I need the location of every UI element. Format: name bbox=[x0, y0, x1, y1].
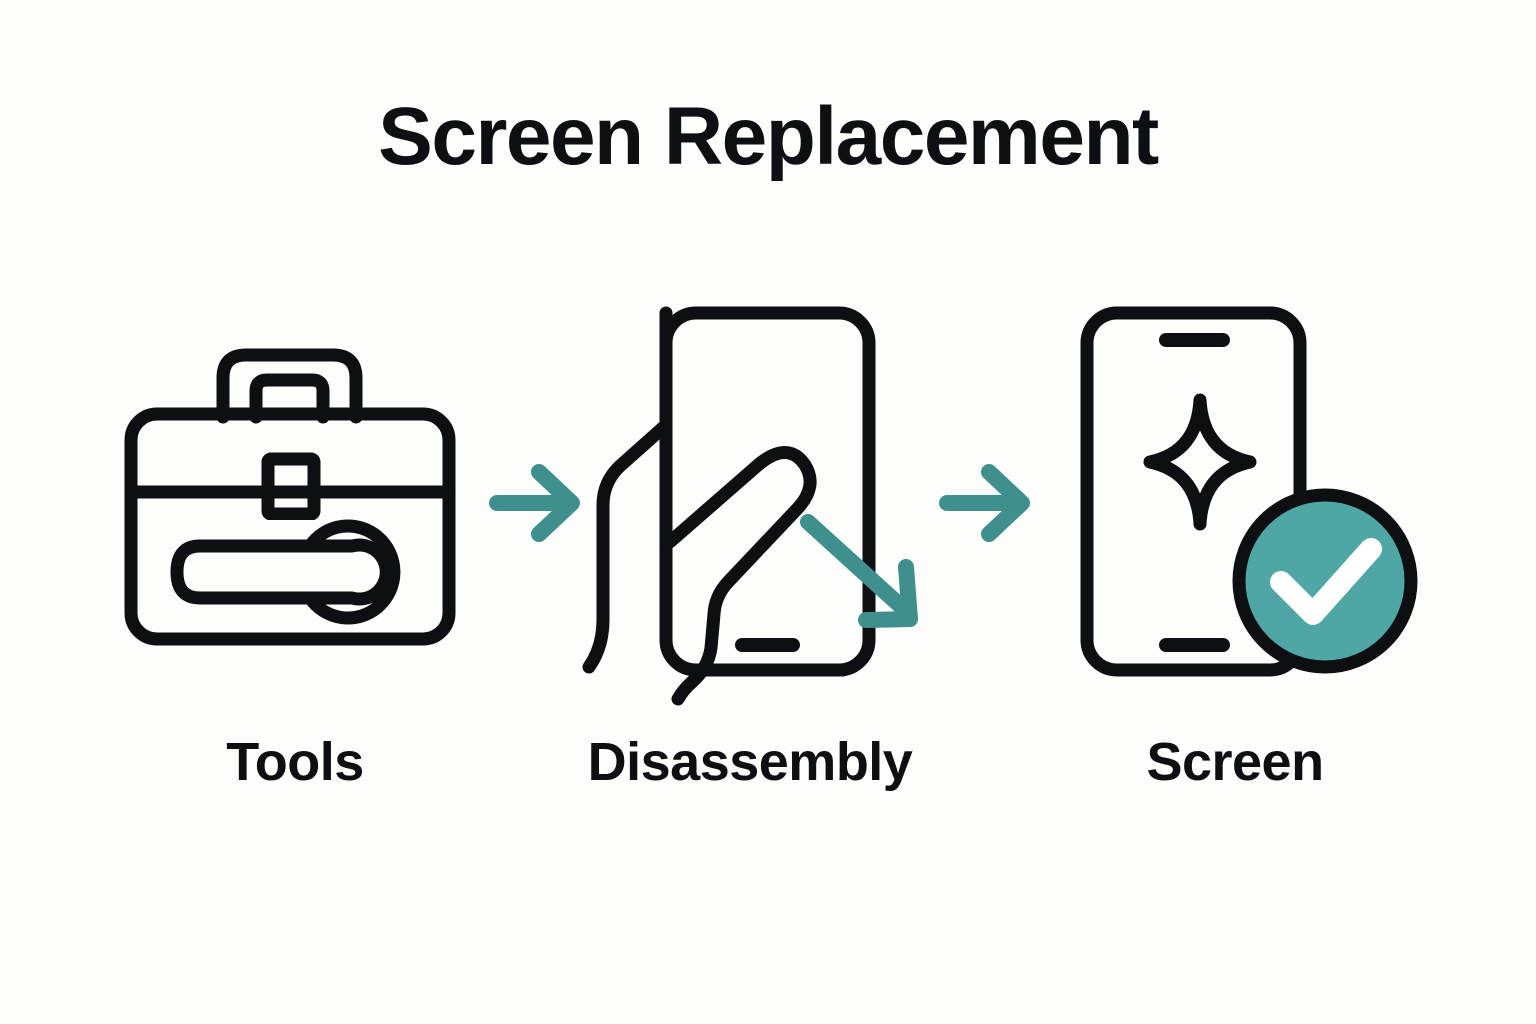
check-mark-icon bbox=[1270, 538, 1382, 625]
arrow-right-icon bbox=[489, 464, 580, 542]
wrench-head bbox=[303, 519, 401, 625]
step-label-screen: Screen bbox=[1146, 732, 1324, 792]
page-title: Screen Replacement bbox=[378, 91, 1159, 182]
step-label-disassembly: Disassembly bbox=[587, 732, 913, 792]
hand-outline bbox=[582, 418, 673, 674]
check-circle-badge bbox=[1232, 488, 1418, 674]
toolbox-body bbox=[124, 407, 456, 646]
arrow-right-icon bbox=[939, 464, 1030, 542]
toolbox-latch bbox=[261, 452, 321, 521]
wrench-shaft bbox=[170, 539, 317, 605]
hand-index-finger bbox=[659, 306, 817, 689]
sparkle-icon bbox=[1143, 393, 1257, 531]
hand-lower-edge bbox=[671, 675, 699, 706]
phone-frame-screen bbox=[1080, 306, 1307, 677]
step-label-tools: Tools bbox=[226, 732, 364, 792]
pull-arrow-diagonal bbox=[800, 514, 918, 628]
wrench-shape bbox=[170, 519, 401, 625]
toolbox-handle-outer bbox=[216, 348, 363, 424]
toolbox-handle-inner bbox=[249, 373, 330, 424]
check-circle-fill bbox=[1232, 488, 1418, 674]
